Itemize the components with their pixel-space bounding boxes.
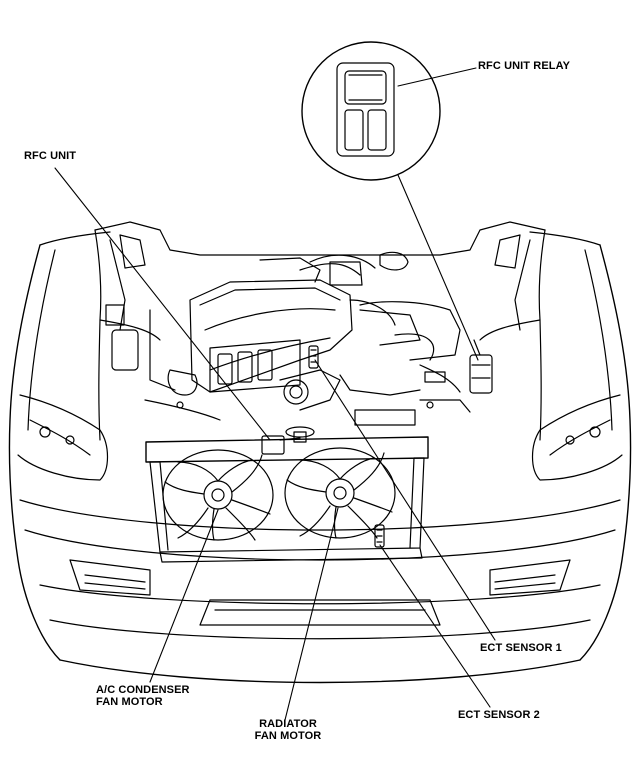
label-rfc-unit: RFC UNIT [24,150,77,162]
ac-condenser-fan [162,449,274,541]
label-ac-condenser-line2: FAN MOTOR [96,696,163,708]
leader-ect-sensor-1 [314,359,496,641]
radiator-fan [284,447,396,539]
label-radiator-line2: FAN MOTOR [254,730,322,742]
leader-lines [54,67,496,721]
label-rfc-unit-relay: RFC UNIT RELAY [478,60,571,72]
relay-detail-callout [301,41,441,181]
label-ect-sensor-1: ECT SENSOR 1 [480,642,562,654]
leader-ect-sensor-2 [379,544,491,708]
leader-zoom-to-relay [397,174,479,361]
engine-bay-frame [94,221,546,441]
label-ect-sensor-2: ECT SENSOR 2 [458,709,540,721]
radiator-assembly [145,426,429,563]
rfc-relay-mounted [469,339,493,394]
car-body-outline [8,231,632,684]
leader-rfc-unit-relay [397,67,477,87]
engine-cover [144,251,471,426]
label-ac-condenser-line1: A/C CONDENSER [96,684,190,696]
leader-radiator-fan-motor [284,507,339,721]
leader-ac-condenser-fan-motor [149,509,219,683]
label-ac-condenser-fan-motor: A/C CONDENSER FAN MOTOR [96,684,190,708]
label-radiator-line1: RADIATOR [259,718,317,730]
label-radiator-fan-motor: RADIATOR FAN MOTOR [252,718,324,742]
leader-rfc-unit [54,167,271,441]
